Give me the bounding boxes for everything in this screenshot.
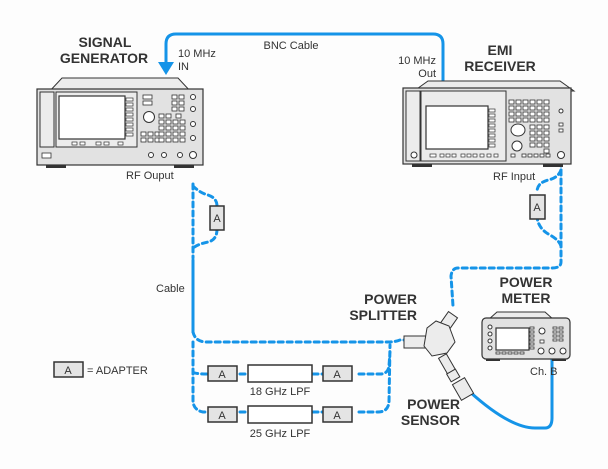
filter-branch-right (357, 343, 392, 414)
adapter-18ghz-out: A (322, 365, 353, 382)
filter-branch-left (191, 340, 209, 414)
svg-text:A: A (218, 410, 226, 422)
filter-25ghz-lpf (247, 405, 313, 424)
adapter-25ghz-out: A (322, 406, 353, 423)
rf-output-port[interactable] (189, 151, 197, 159)
power-meter-title-2: METER (502, 290, 551, 306)
adapter-siggen: A (209, 205, 225, 231)
rx-input-dashed (449, 159, 563, 308)
power-meter[interactable] (481, 311, 571, 361)
ref-in-label-1: 10 MHz (178, 48, 216, 60)
power-sensor-title-2: SENSOR (401, 412, 460, 428)
adapter-18ghz-in: A (207, 365, 238, 382)
bnc-cable-label: BNC Cable (263, 40, 318, 52)
power-sensor-title-1: POWER (407, 396, 460, 412)
signal-generator[interactable] (36, 77, 204, 168)
rx-adapter-loop (535, 168, 563, 248)
channel-b-label: Ch. B (530, 366, 558, 378)
rf-input-label: RF Input (493, 171, 535, 183)
emi-receiver[interactable] (402, 80, 576, 167)
sg-to-splitter (191, 330, 407, 344)
emi-receiver-title-2: RECEIVER (464, 58, 536, 74)
svg-text:A: A (218, 369, 226, 381)
power-splitter-title-2: SPLITTER (349, 307, 417, 323)
legend-text: = ADAPTER (87, 365, 148, 377)
svg-text:A: A (213, 213, 221, 225)
power-splitter[interactable] (403, 310, 459, 377)
signal-generator-title-1: SIGNAL (79, 34, 132, 50)
emi-receiver-title-1: EMI (488, 42, 513, 58)
svg-text:A: A (333, 369, 341, 381)
adapter-receiver: A (529, 194, 546, 220)
sensor-cable (468, 350, 554, 430)
cable-label: Cable (156, 283, 185, 295)
signal-generator-title-2: GENERATOR (60, 50, 148, 66)
svg-text:A: A (64, 365, 72, 377)
power-splitter-title-1: POWER (364, 291, 417, 307)
rf-input-port[interactable] (557, 151, 565, 159)
filter-25ghz-label: 25 GHz LPF (250, 428, 311, 440)
bnc-cable (164, 32, 445, 85)
adapter-25ghz-in: A (207, 406, 238, 423)
sg-adapter-loop (191, 184, 219, 250)
power-meter-title-1: POWER (500, 274, 553, 290)
legend-adapter: A = ADAPTER (53, 361, 148, 378)
channel-b-port[interactable] (548, 347, 556, 355)
ref-out-label-1: 10 MHz (398, 55, 436, 67)
filter-18ghz-label: 18 GHz LPF (250, 386, 311, 398)
filter-18ghz-lpf (247, 364, 313, 383)
ref-in-label-2: IN (178, 61, 189, 73)
svg-text:A: A (333, 410, 341, 422)
rf-output-label: RF Ouput (126, 170, 174, 182)
ref-out-label-2: Out (418, 68, 436, 80)
power-sensor[interactable] (445, 368, 475, 401)
arrow-down-icon (158, 62, 174, 75)
svg-text:A: A (533, 202, 541, 214)
